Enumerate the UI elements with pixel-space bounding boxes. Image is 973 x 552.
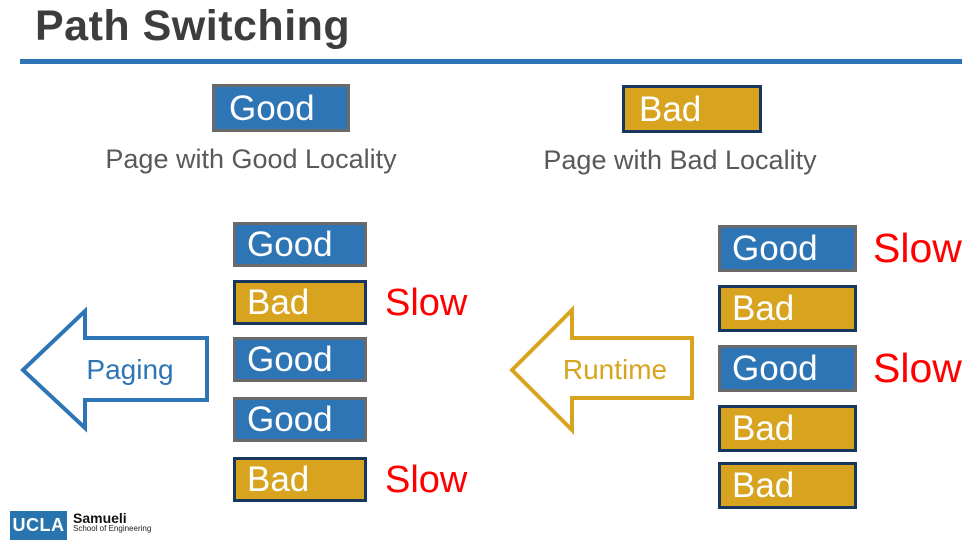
- paging-arrow: [20, 306, 209, 433]
- page-box: Good: [718, 345, 857, 392]
- page-box: Bad: [718, 285, 857, 332]
- legend-bad-label: Bad: [639, 89, 702, 129]
- page-box: Good: [233, 222, 367, 267]
- page-box-label: Good: [732, 229, 818, 268]
- page-box: Bad: [233, 457, 367, 502]
- runtime-arrow: [509, 305, 694, 435]
- paging-row: Bad Slow: [233, 457, 467, 502]
- slow-annotation: Slow: [873, 225, 962, 271]
- page-box: Good: [718, 225, 857, 272]
- paging-row: Bad Slow: [233, 280, 467, 325]
- ucla-wordmark: UCLA: [12, 515, 65, 535]
- runtime-row: Good Slow: [718, 345, 962, 392]
- page-box: Bad: [718, 462, 857, 509]
- paging-arrow-label: Paging: [86, 354, 174, 385]
- left-arrow-icon: [509, 305, 694, 435]
- runtime-arrow-label: Runtime: [562, 354, 668, 385]
- school-name: Samueli: [73, 510, 127, 526]
- page-box-label: Good: [247, 400, 333, 439]
- page-box: Bad: [718, 405, 857, 452]
- title-rule: [20, 59, 962, 64]
- runtime-row: Bad: [718, 462, 873, 509]
- page-box-label: Good: [247, 225, 333, 264]
- page-title: Path Switching: [35, 2, 351, 50]
- page-box: Good: [233, 337, 367, 382]
- legend-good-box: Good: [212, 84, 350, 132]
- runtime-row: Bad: [718, 405, 873, 452]
- left-arrow-icon: [20, 306, 209, 433]
- legend-bad-box: Bad: [622, 85, 762, 133]
- page-box: Good: [233, 397, 367, 442]
- paging-row: Good: [233, 337, 385, 382]
- page-box-label: Bad: [732, 409, 795, 448]
- page-box-label: Bad: [247, 460, 310, 499]
- page-box: Bad: [233, 280, 367, 325]
- runtime-row: Bad: [718, 285, 873, 332]
- legend-good-label: Good: [229, 88, 315, 128]
- ucla-logo: UCLA: [10, 511, 67, 540]
- page-box-label: Bad: [732, 466, 795, 505]
- paging-row: Good: [233, 222, 385, 267]
- legend-bad-caption: Page with Bad Locality: [543, 145, 817, 175]
- page-box-label: Good: [732, 349, 818, 388]
- slow-annotation: Slow: [385, 281, 468, 324]
- slow-annotation: Slow: [385, 458, 468, 501]
- slow-annotation: Slow: [873, 345, 962, 391]
- page-box-label: Bad: [247, 283, 310, 322]
- page-box-label: Bad: [732, 289, 795, 328]
- paging-row: Good: [233, 397, 385, 442]
- legend-good-caption: Page with Good Locality: [105, 144, 397, 174]
- runtime-row: Good Slow: [718, 225, 962, 272]
- page-box-label: Good: [247, 340, 333, 379]
- school-subtitle: School of Engineering: [73, 524, 152, 533]
